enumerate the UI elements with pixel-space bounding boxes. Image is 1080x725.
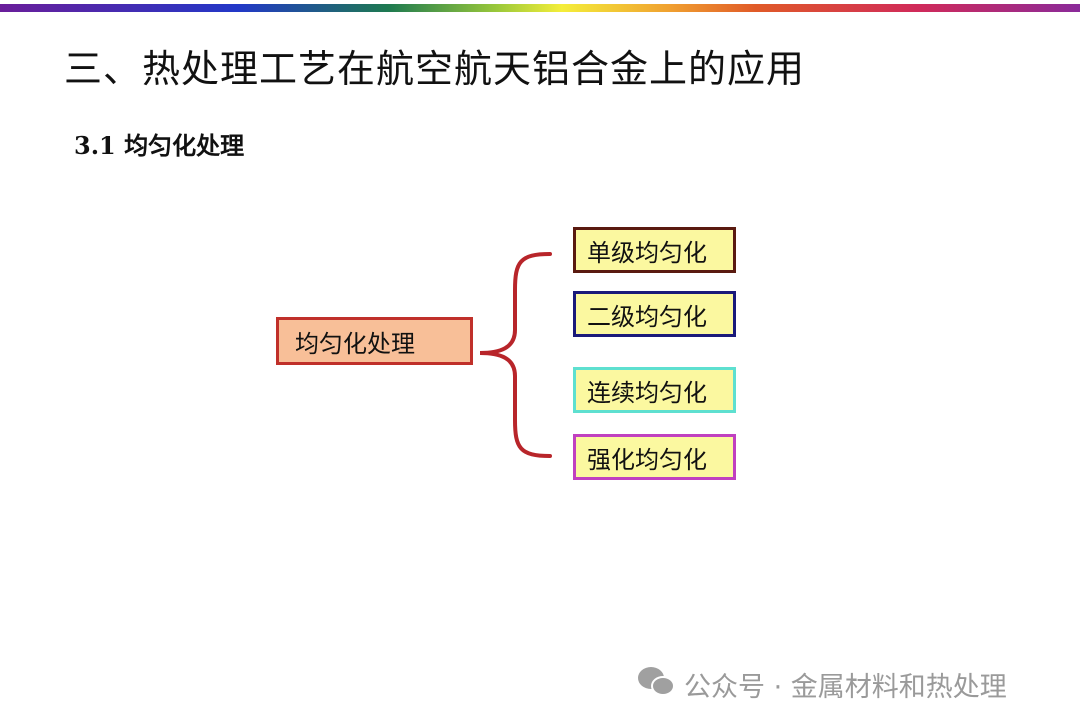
node-enhanced: 强化均匀化 bbox=[573, 434, 736, 480]
section-subtitle: 3.1 均匀化处理 bbox=[74, 131, 245, 160]
slide-title: 三、热处理工艺在航空航天铝合金上的应用 bbox=[64, 47, 806, 91]
node-two-stage: 二级均匀化 bbox=[573, 291, 736, 337]
wechat-icon bbox=[636, 664, 676, 705]
rainbow-header-bar bbox=[0, 4, 1080, 12]
watermark-text: 公众号 · 金属材料和热处理 bbox=[684, 672, 1007, 703]
root-node: 均匀化处理 bbox=[276, 317, 473, 365]
watermark: 公众号 · 金属材料和热处理 bbox=[636, 664, 1007, 705]
node-single-stage: 单级均匀化 bbox=[573, 227, 736, 273]
node-continuous: 连续均匀化 bbox=[573, 367, 736, 413]
